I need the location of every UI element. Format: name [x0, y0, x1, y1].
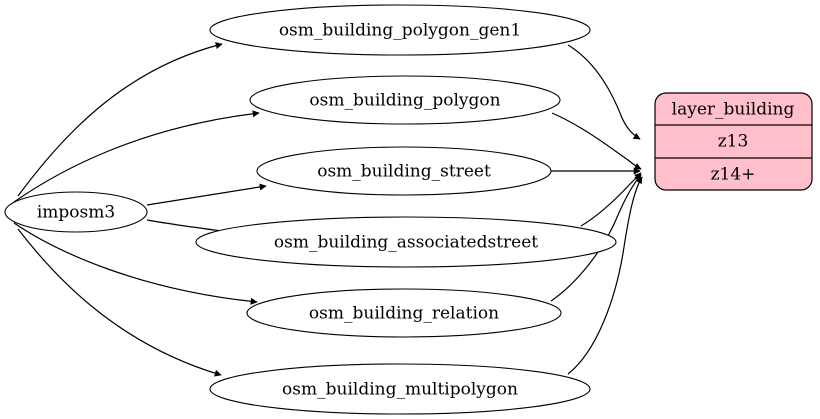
- edge-imposm3-to-osm-building-polygon: [13, 110, 260, 203]
- node-imposm3[interactable]: imposm3: [4, 191, 148, 233]
- edge-osm-building-polygon-to-z14plus: [551, 112, 642, 170]
- edge-osm-building-relation-to-z14plus: [550, 174, 642, 302]
- node-layer-building[interactable]: layer_building z13 z14+: [654, 92, 813, 191]
- edge-imposm3-to-osm-building-relation: [13, 222, 258, 305]
- edge-group-source-to-tables: [13, 42, 267, 377]
- node-osm-building-polygon-label: osm_building_polygon: [309, 91, 500, 111]
- node-layer-building-shape[interactable]: [654, 92, 813, 191]
- node-osm-building-associatedstreet-label: osm_building_associatedstreet: [274, 233, 538, 253]
- edge-imposm3-to-osm-building-polygon-gen1: [17, 42, 223, 197]
- edge-osm-building-multipolygon-to-z14plus: [567, 176, 643, 375]
- node-imposm3-label: imposm3: [37, 203, 115, 223]
- node-layer-building-title-label: layer_building: [672, 100, 795, 120]
- node-osm-building-relation-label: osm_building_relation: [309, 304, 499, 324]
- node-layer-building-z14plus-label: z14+: [711, 165, 756, 185]
- edge-osm-building-associatedstreet-to-z14plus: [580, 172, 642, 227]
- node-osm-building-street-shape[interactable]: [256, 146, 552, 196]
- node-osm-building-street[interactable]: osm_building_street: [256, 146, 552, 196]
- node-osm-building-street-label: osm_building_street: [317, 162, 491, 182]
- node-osm-building-relation-shape[interactable]: [246, 288, 562, 338]
- node-osm-building-polygon-gen1-shape[interactable]: [209, 4, 591, 56]
- edge-osm-building-polygon-gen1-to-z13: [567, 44, 641, 140]
- node-imposm3-shape[interactable]: [4, 191, 148, 233]
- node-osm-building-polygon-gen1-label: osm_building_polygon_gen1: [279, 21, 521, 41]
- node-layer-building-z13-label: z13: [718, 132, 749, 152]
- node-osm-building-associatedstreet[interactable]: osm_building_associatedstreet: [195, 216, 617, 268]
- node-osm-building-polygon-shape[interactable]: [249, 75, 561, 125]
- node-osm-building-associatedstreet-shape[interactable]: [195, 216, 617, 268]
- edge-imposm3-to-osm-building-street: [146, 183, 267, 206]
- node-osm-building-multipolygon[interactable]: osm_building_multipolygon: [209, 363, 591, 415]
- edge-imposm3-to-osm-building-multipolygon: [17, 228, 222, 377]
- node-osm-building-polygon-gen1[interactable]: osm_building_polygon_gen1: [209, 4, 591, 56]
- node-osm-building-polygon[interactable]: osm_building_polygon: [249, 75, 561, 125]
- node-osm-building-relation[interactable]: osm_building_relation: [246, 288, 562, 338]
- edge-group-tables-to-layer: [550, 44, 643, 375]
- node-osm-building-multipolygon-shape[interactable]: [209, 363, 591, 415]
- node-osm-building-multipolygon-label: osm_building_multipolygon: [282, 380, 518, 400]
